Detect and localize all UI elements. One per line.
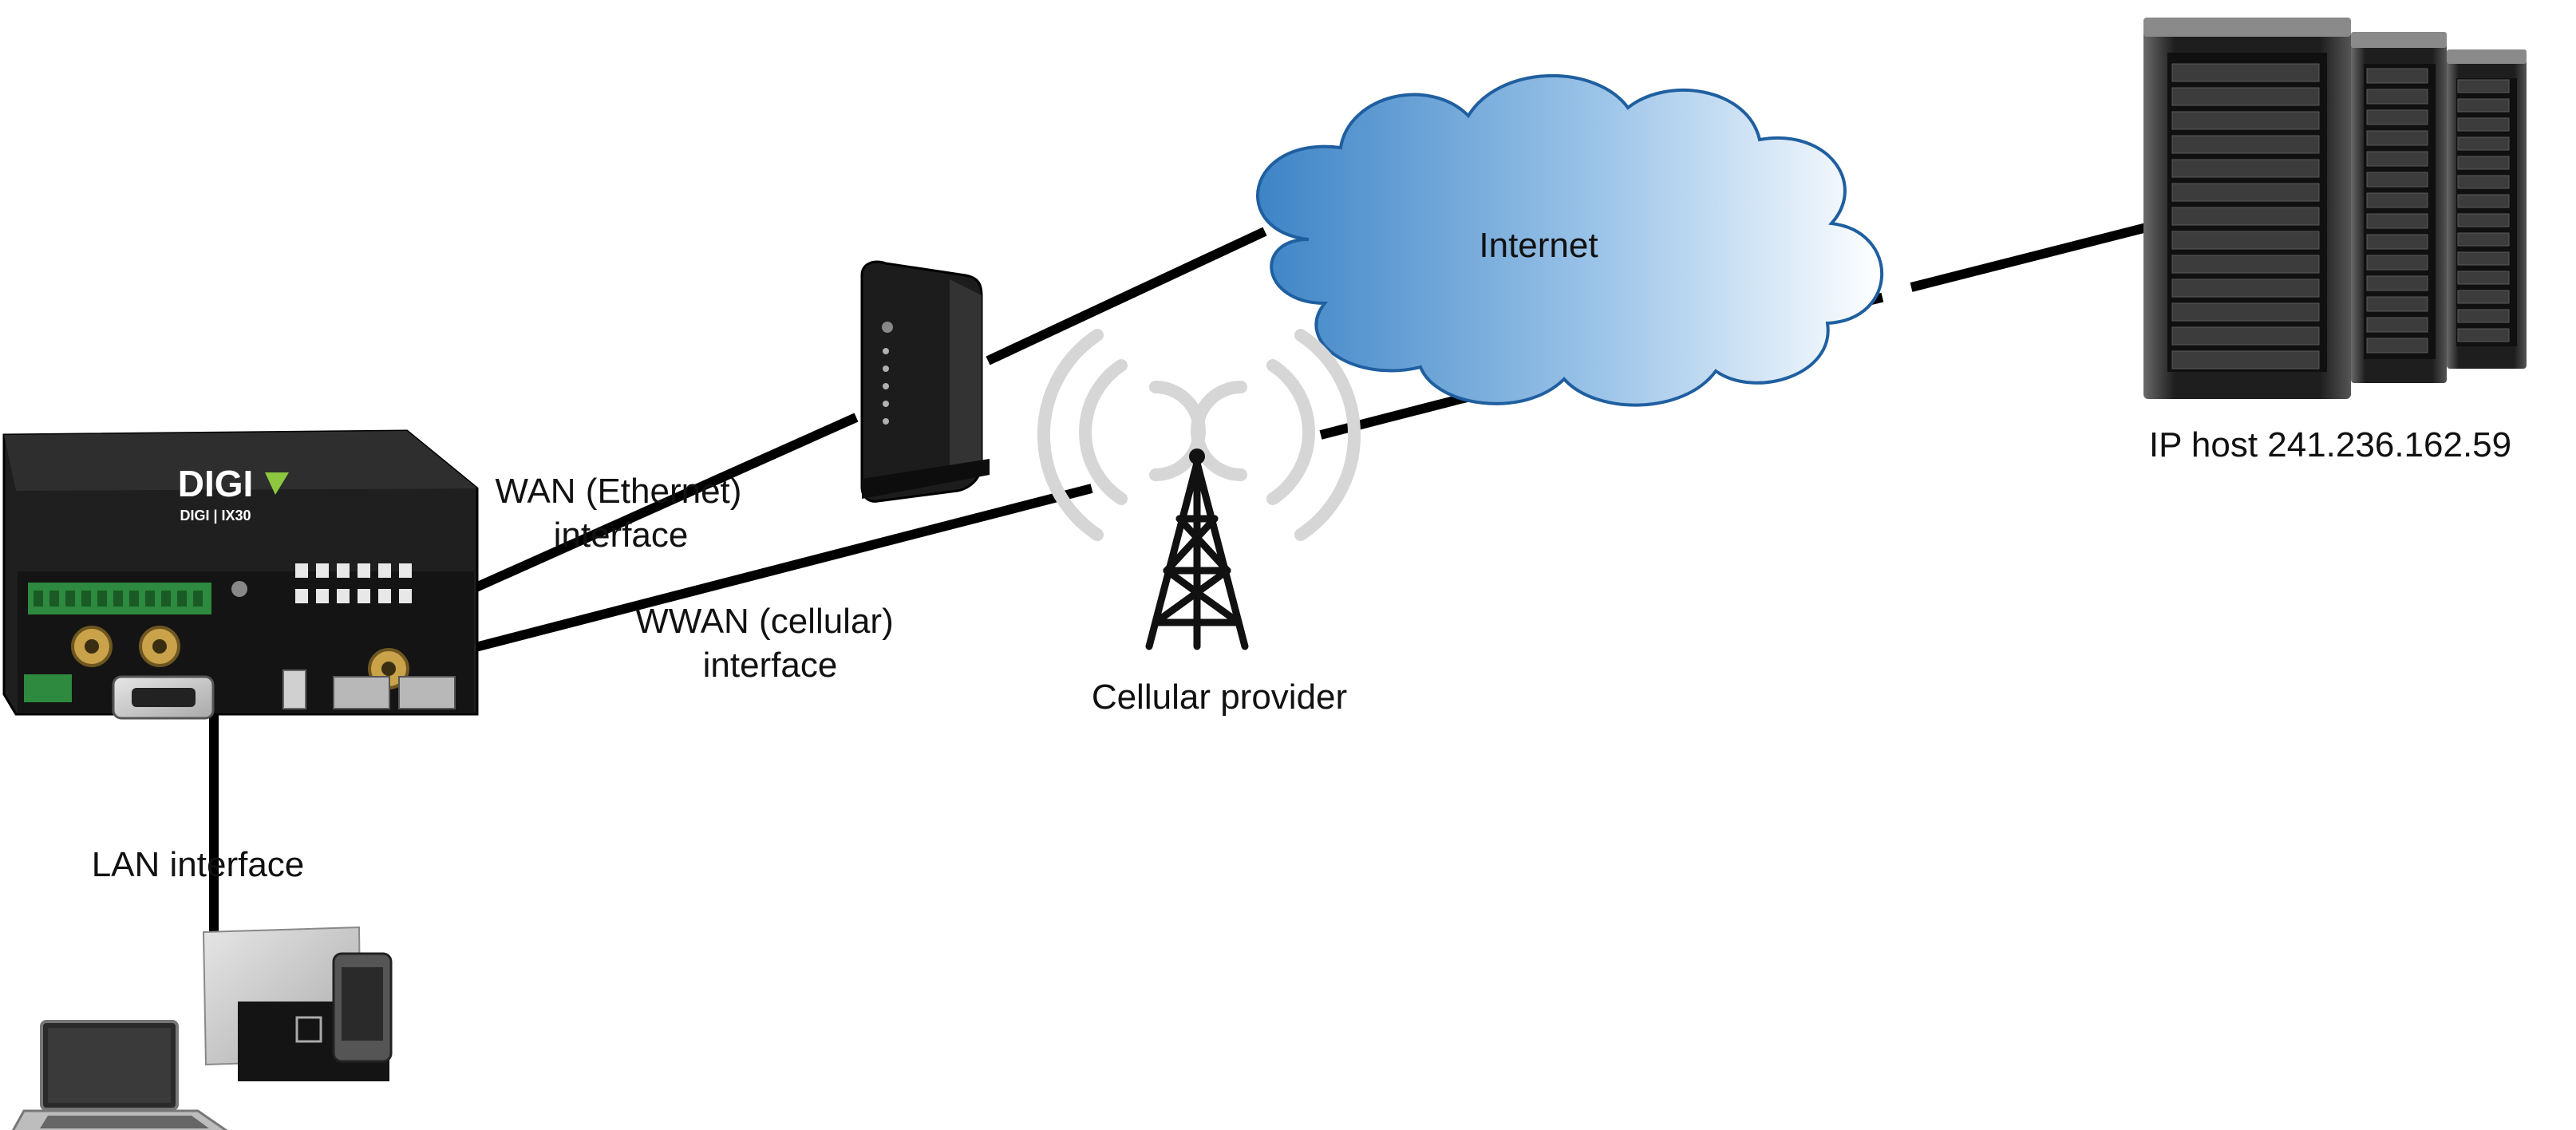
rack-unit-slots (2171, 63, 2510, 369)
lan-interface-label: LAN interface (92, 845, 305, 884)
eth-port-1-icon (333, 676, 390, 709)
laptop-device-icon (11, 1020, 228, 1130)
phone-device-icon (332, 952, 393, 1063)
router-model-line: DIGI | IX30 (180, 508, 251, 524)
wwan-interface-label-line2: interface (703, 646, 838, 685)
wwan-link-tower-to-cloud (1319, 394, 1462, 440)
eth-port-2-icon (398, 676, 456, 709)
wan-link-modem-to-cloud (986, 227, 1267, 365)
power-connector-icon (24, 674, 72, 702)
cable-modem-icon (860, 260, 990, 503)
wwan-interface-label-line1: WWAN (cellular) (635, 602, 893, 641)
terminal-block (28, 583, 211, 614)
internet-label: Internet (1479, 226, 1598, 265)
server-rack-icon: IP host 241.236.162.59 (2143, 18, 2527, 464)
router-brand-logo: DIGI (178, 463, 254, 504)
usb-port-icon (282, 670, 306, 709)
cellular-provider-label: Cellular provider (1092, 678, 1347, 717)
laptop-tablet-phone-icon (11, 926, 393, 1130)
wan-interface-label-line2: interface (554, 516, 689, 555)
internet-cloud-icon: Internet (1256, 73, 1884, 407)
wwan-link-router-to-tower (471, 484, 1093, 653)
cloud-to-server-link (1910, 223, 2148, 292)
ip-host-label: IP host 241.236.162.59 (2149, 425, 2511, 464)
signal-waves-icon (1037, 329, 1361, 541)
digi-ix30-router-icon: DIGI DIGI | IX30 (2, 429, 479, 720)
tower-structure (1145, 459, 1249, 650)
wan-interface-label-line1: WAN (Ethernet) (496, 472, 742, 511)
modem-led-column (883, 348, 889, 425)
status-led-column (295, 563, 412, 603)
wan-link-router-to-modem (470, 413, 859, 594)
cell-tower-icon: Cellular provider (1037, 329, 1361, 717)
